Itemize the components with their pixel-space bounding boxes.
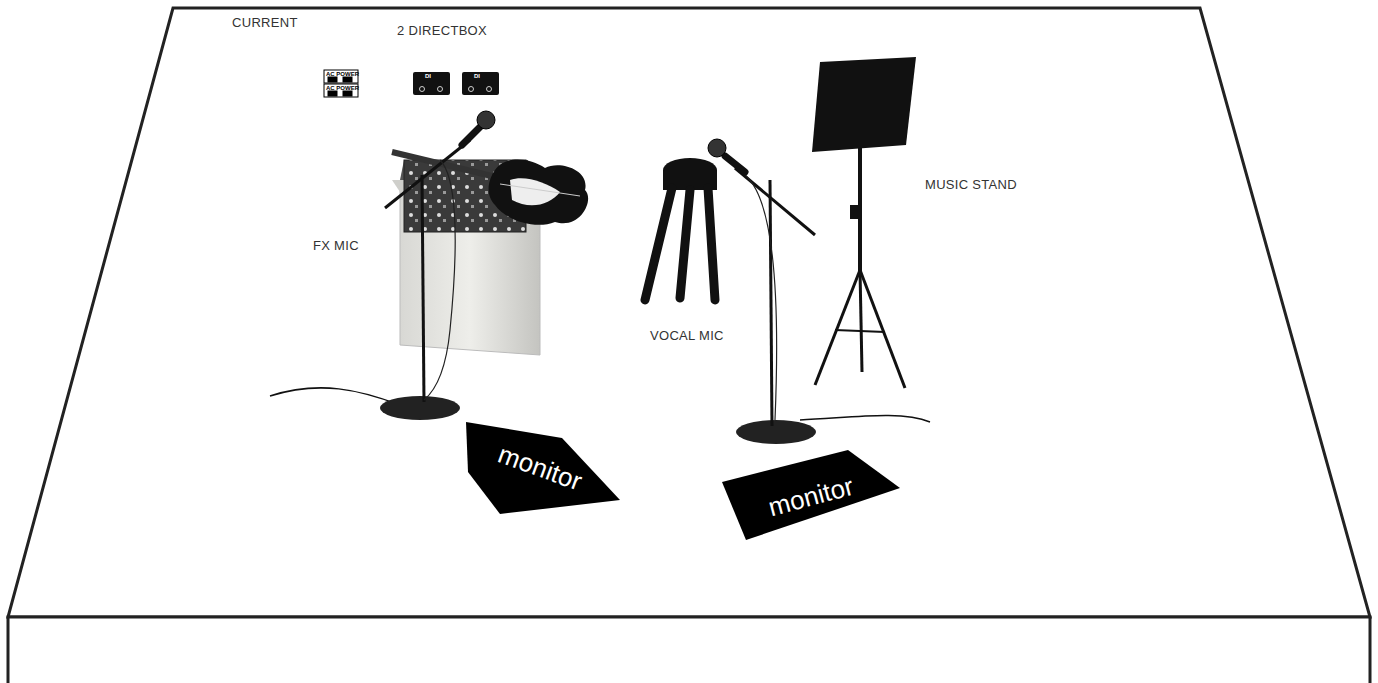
power-box-text: AC POWER: [326, 71, 359, 77]
mic-label: VOCAL MIC: [650, 328, 724, 343]
mic-label: FX MIC: [313, 238, 359, 253]
power-box-text: AC POWER: [326, 85, 359, 91]
directbox-label: 2 DIRECTBOX: [397, 23, 487, 38]
power-label: CURRENT: [232, 15, 298, 30]
di-box-text: DI: [425, 73, 431, 79]
monitor-wedge: monitor: [462, 418, 624, 518]
monitor-wedge: monitor: [718, 446, 904, 544]
stand-label: MUSIC STAND: [925, 177, 1017, 192]
di-box-text: DI: [474, 73, 480, 79]
